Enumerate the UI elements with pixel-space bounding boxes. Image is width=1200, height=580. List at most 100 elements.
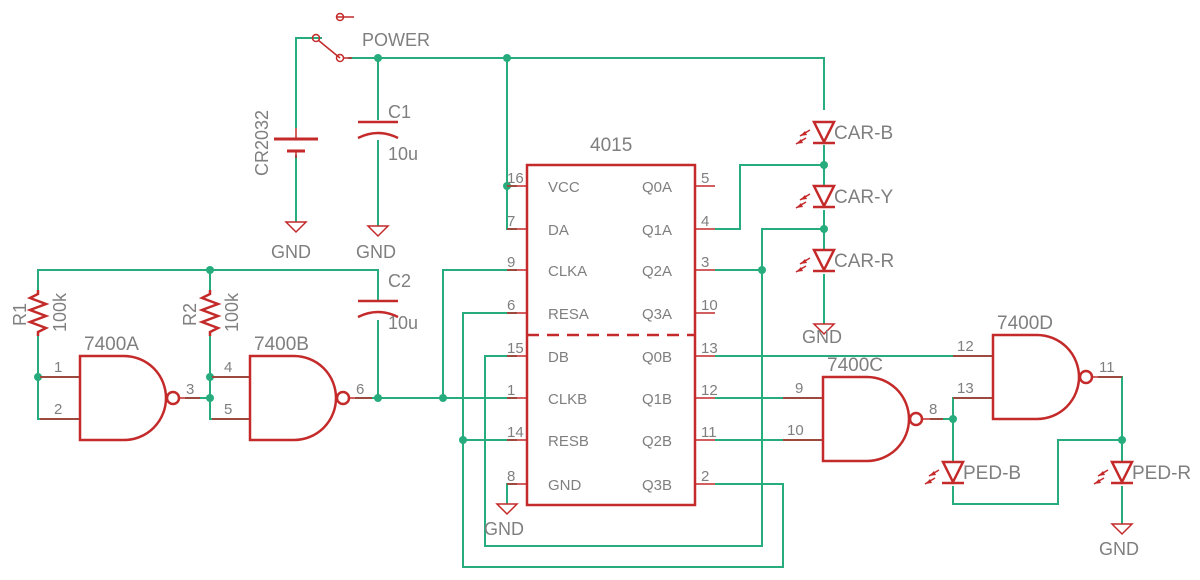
pin-name: Q1B bbox=[642, 391, 672, 408]
gnd-label: GND bbox=[484, 519, 524, 539]
ground-symbols: GND GND GND GND GND bbox=[271, 221, 1139, 559]
pin-name: Q0A bbox=[642, 179, 672, 196]
gnd-label: GND bbox=[271, 242, 311, 262]
c2-name: C2 bbox=[388, 271, 411, 291]
pin-number: 1 bbox=[507, 382, 515, 399]
r1-name: R1 bbox=[10, 303, 30, 326]
pin-name: RESA bbox=[548, 306, 589, 323]
led-label: PED-B bbox=[963, 463, 1021, 484]
pin-name: DB bbox=[548, 349, 569, 366]
nand-gate-b: 4 5 6 7400B bbox=[212, 334, 372, 442]
gate-c-out-num: 8 bbox=[929, 401, 937, 418]
pin-number: 6 bbox=[507, 297, 515, 314]
nand-gate-a: 1 2 3 7400A bbox=[40, 334, 200, 442]
led-ped-r: PED-R bbox=[1093, 460, 1191, 485]
pin-name: RESB bbox=[548, 433, 589, 450]
capacitor-c1: C1 10u bbox=[357, 102, 418, 164]
pin-number: 16 bbox=[507, 170, 524, 187]
pin-number: 8 bbox=[507, 468, 515, 485]
pin-number: 11 bbox=[701, 424, 717, 441]
resistor-r2: R2 100k bbox=[180, 290, 242, 336]
gate-b-in1-num: 4 bbox=[224, 359, 232, 376]
gnd-car: GND bbox=[802, 323, 842, 347]
pin-name: CLKA bbox=[548, 263, 587, 280]
nand-gate-d: 12 13 11 7400D bbox=[953, 313, 1122, 421]
nand-gate-c: 9 10 8 7400C bbox=[783, 355, 943, 463]
ic-4015: 4015 16VCC5Q0A7DA4Q1A9CLKA3Q2A6RESA10Q3A… bbox=[507, 135, 718, 507]
c1-name: C1 bbox=[388, 102, 411, 122]
gate-d-in1-num: 12 bbox=[957, 338, 974, 355]
pin-number: 14 bbox=[507, 424, 524, 441]
led-car-y: CAR-Y bbox=[795, 184, 893, 209]
capacitor-c2: C2 10u bbox=[357, 271, 418, 333]
r2-value: 100k bbox=[222, 292, 242, 332]
gate-c-in2-num: 10 bbox=[787, 422, 804, 439]
gate-a-name: 7400A bbox=[84, 334, 139, 355]
pin-number: 2 bbox=[701, 468, 709, 485]
pin-number: 15 bbox=[507, 340, 524, 357]
led-car-r: CAR-R bbox=[795, 248, 894, 273]
led-label: CAR-Y bbox=[834, 187, 893, 208]
pin-name: Q2B bbox=[642, 433, 672, 450]
gate-c-in1-num: 9 bbox=[795, 380, 803, 397]
pin-number: 7 bbox=[507, 213, 515, 230]
gnd-ic: GND bbox=[484, 503, 524, 539]
gate-b-name: 7400B bbox=[254, 334, 309, 355]
pin-name: DA bbox=[548, 222, 569, 239]
pin-name: VCC bbox=[548, 179, 580, 196]
ic-4015-name: 4015 bbox=[590, 135, 632, 156]
gate-a-in1-num: 1 bbox=[54, 359, 62, 376]
pin-number: 10 bbox=[701, 297, 718, 314]
pin-name: CLKB bbox=[548, 391, 587, 408]
gate-c-name: 7400C bbox=[827, 355, 883, 376]
gate-a-in2-num: 2 bbox=[54, 401, 62, 418]
battery: CR2032 bbox=[252, 110, 318, 176]
led-ped-b: PED-B bbox=[924, 460, 1021, 485]
gate-d-out-num: 11 bbox=[1099, 359, 1115, 376]
pin-number: 3 bbox=[701, 254, 709, 271]
gnd-label: GND bbox=[1099, 539, 1139, 559]
pin-name: Q3B bbox=[642, 477, 672, 494]
gate-b-in2-num: 5 bbox=[224, 401, 232, 418]
led-label: PED-R bbox=[1132, 463, 1191, 484]
pin-name: Q1A bbox=[642, 222, 672, 239]
r1-value: 100k bbox=[50, 292, 70, 332]
pin-name: Q0B bbox=[642, 349, 672, 366]
led-label: CAR-R bbox=[834, 251, 894, 272]
pin-number: 9 bbox=[507, 254, 515, 271]
resistor-r1: R1 100k bbox=[10, 290, 70, 336]
gate-a-out-num: 3 bbox=[186, 381, 194, 398]
pin-name: GND bbox=[548, 477, 582, 494]
gnd-battery: GND bbox=[271, 221, 311, 262]
led-car-b: CAR-B bbox=[795, 120, 893, 145]
switch-label: POWER bbox=[362, 30, 430, 50]
gate-d-name: 7400D bbox=[997, 313, 1053, 334]
pin-number: 5 bbox=[701, 170, 709, 187]
gnd-label: GND bbox=[356, 242, 396, 262]
power-switch: POWER bbox=[311, 12, 430, 63]
gnd-label: GND bbox=[802, 327, 842, 347]
gnd-ped: GND bbox=[1099, 523, 1139, 559]
ic-left-pin: 7DA bbox=[507, 213, 569, 239]
r2-name: R2 bbox=[180, 303, 200, 326]
gate-b-out-num: 6 bbox=[356, 381, 364, 398]
pin-name: Q3A bbox=[642, 306, 672, 323]
battery-label: CR2032 bbox=[252, 110, 272, 176]
pin-number: 12 bbox=[701, 382, 718, 399]
